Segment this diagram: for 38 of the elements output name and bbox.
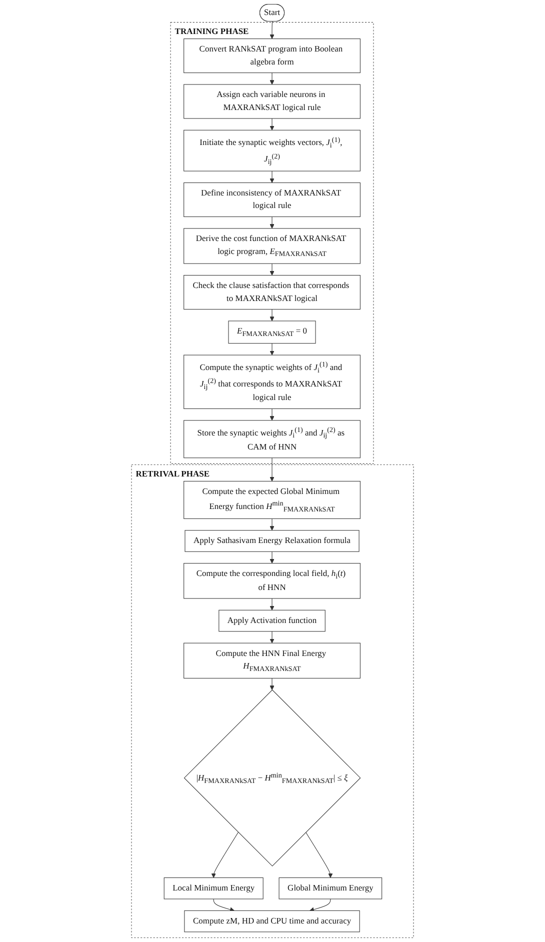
node-box [184,420,360,458]
node-box [278,877,382,900]
arrow [270,21,274,39]
node-box [184,563,360,599]
node-box [184,530,360,552]
node-box [184,910,360,932]
node-box [164,877,264,900]
arrow [306,832,333,878]
arrow [270,72,274,85]
node-box [184,228,360,264]
arrow [270,458,274,482]
node-box [184,182,360,218]
cluster [131,464,414,938]
arrow [270,408,274,421]
arrow [213,898,235,912]
node-box [184,84,360,119]
node-box [184,130,360,172]
node-box [184,480,360,519]
arrow [270,551,274,564]
arrow [310,898,331,912]
node-box [184,642,360,678]
node-box [184,354,360,409]
node-box [228,320,316,344]
arrow [270,216,274,229]
node-box [218,610,326,632]
arrow [270,598,274,610]
arrow [270,309,274,322]
node-box [184,275,360,310]
node-diamond [184,690,361,866]
node-box [184,38,360,74]
arrow [270,631,274,644]
arrow [270,518,274,531]
arrow [270,343,274,356]
arrow [270,678,274,690]
arrow [270,170,274,183]
arrow [270,263,274,276]
arrow [270,118,274,130]
arrow [211,832,239,878]
